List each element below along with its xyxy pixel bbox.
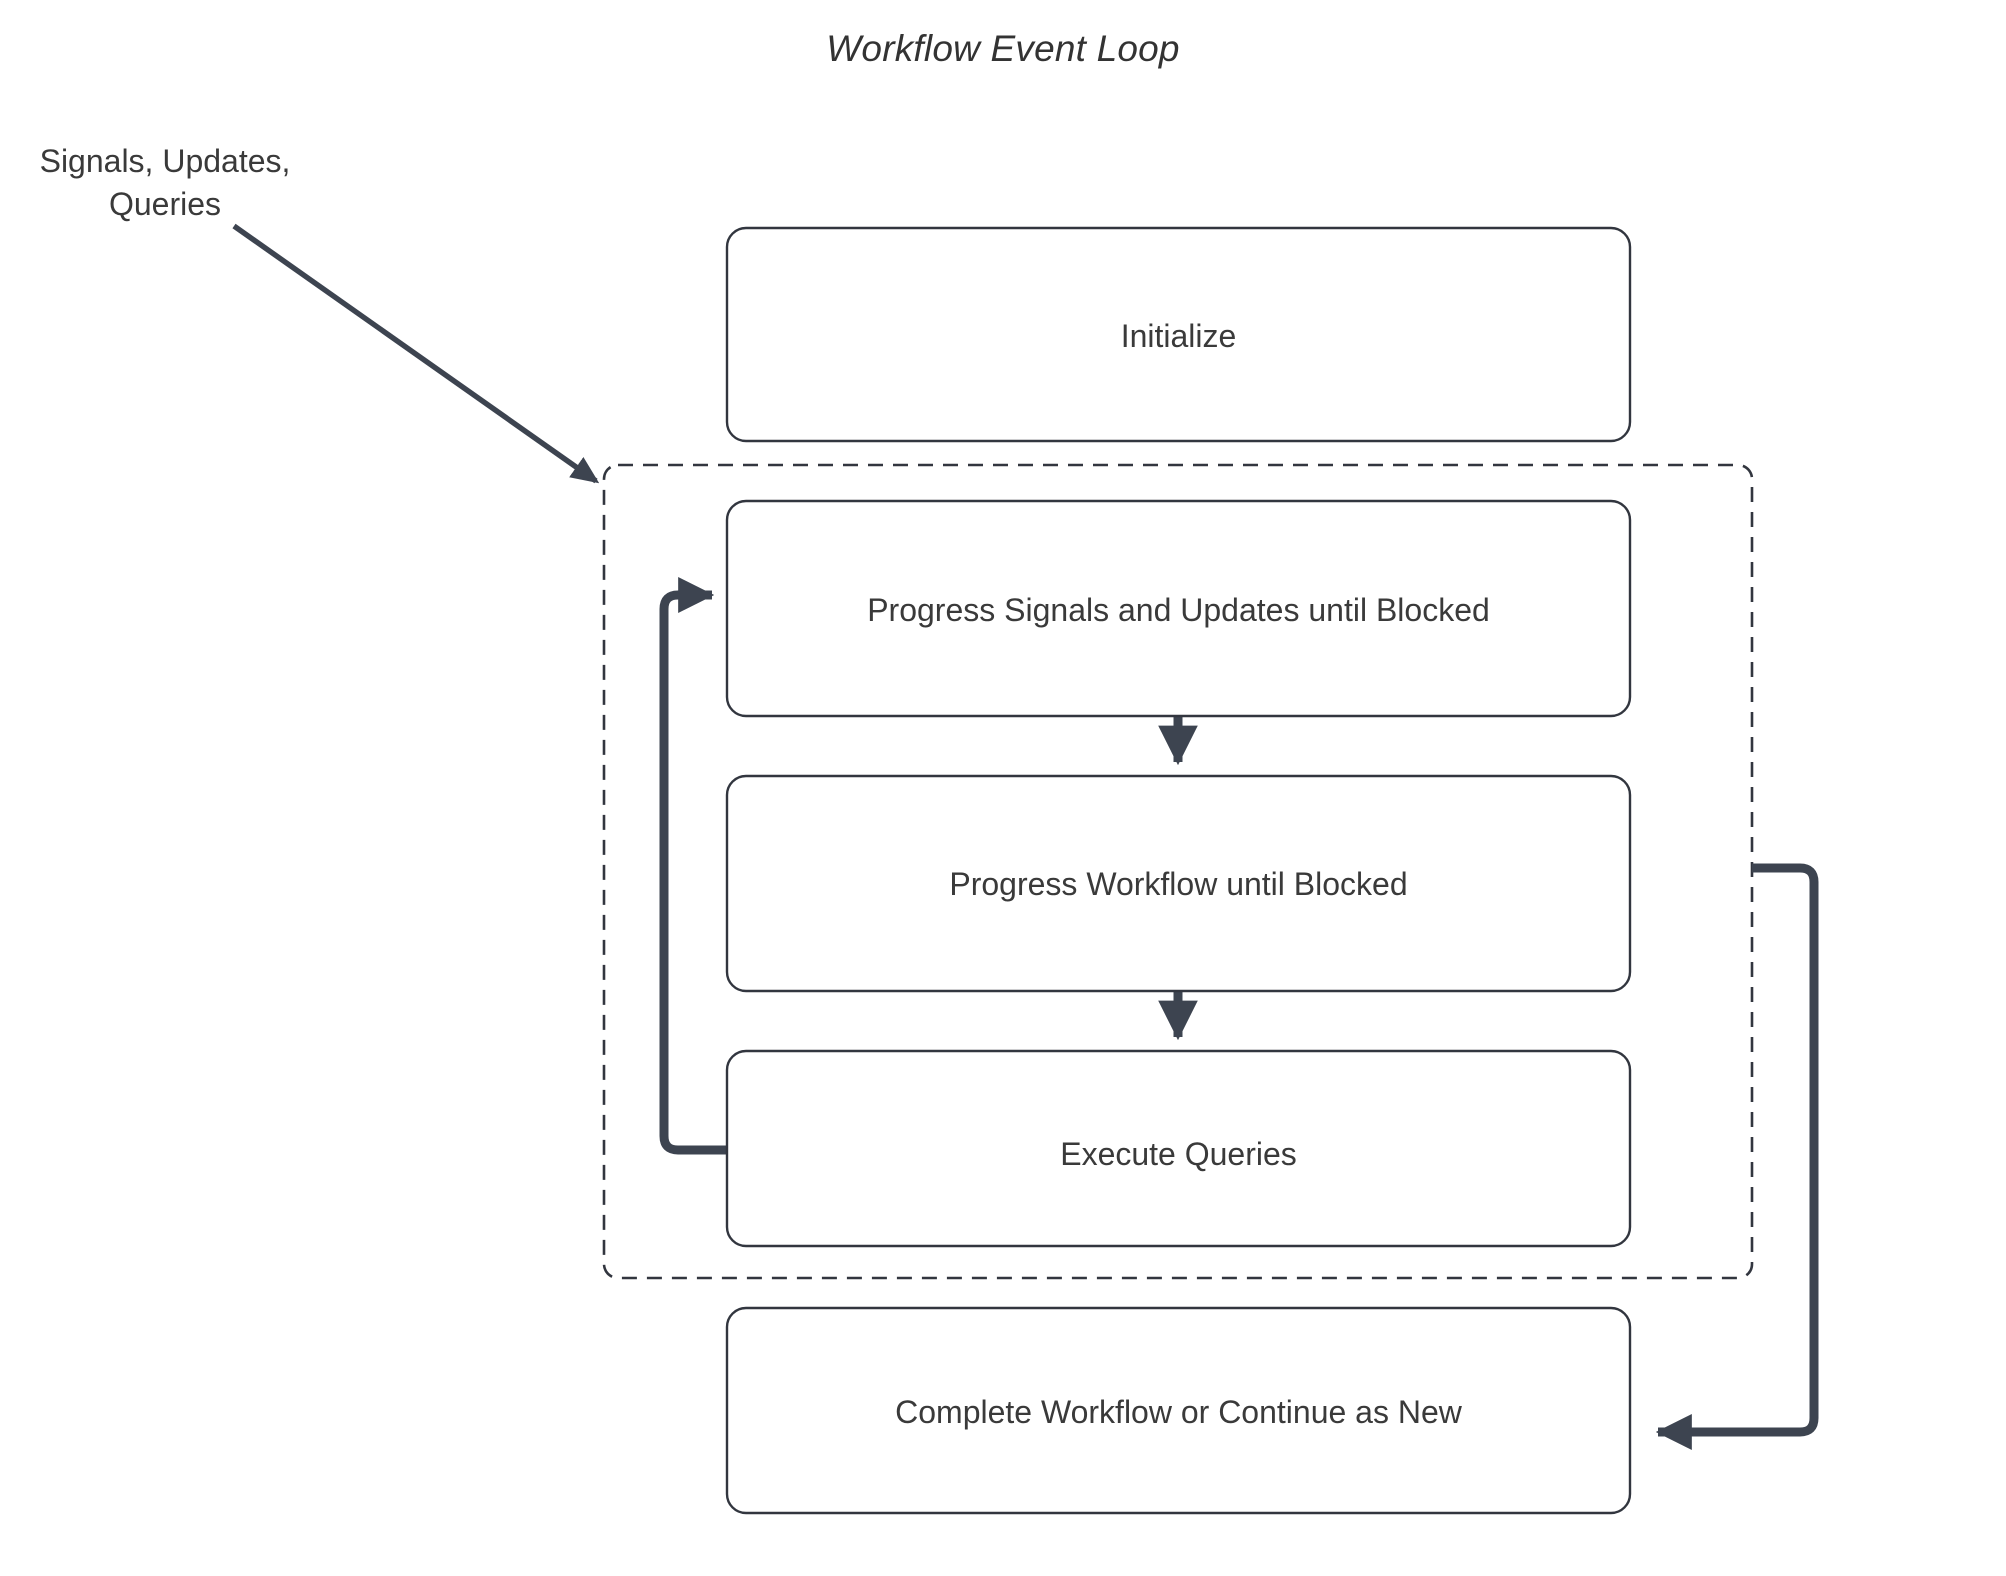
node-label-execute-queries: Execute Queries — [1060, 1136, 1297, 1172]
node-label-progress-signals: Progress Signals and Updates until Block… — [867, 592, 1490, 628]
node-label-complete-workflow: Complete Workflow or Continue as New — [895, 1394, 1462, 1430]
node-progress-signals[interactable] — [725, 499, 1632, 718]
node-label-progress-workflow: Progress Workflow until Blocked — [949, 866, 1408, 902]
node-progress-workflow[interactable] — [725, 774, 1632, 993]
node-label-initialize: Initialize — [1120, 318, 1237, 354]
edge-input-to-group — [232, 223, 600, 484]
diagram-title: Workflow Event Loop — [826, 28, 1180, 69]
edge-execute-queries-to-progress-signals — [659, 577, 727, 1155]
node-complete-workflow[interactable] — [725, 1306, 1632, 1515]
edge-group-to-complete-workflow — [1655, 863, 1819, 1450]
node-initialize[interactable] — [725, 226, 1632, 443]
signals-updates-queries-label: Signals, Updates, Queries — [39, 143, 291, 222]
node-execute-queries[interactable] — [725, 1049, 1632, 1248]
